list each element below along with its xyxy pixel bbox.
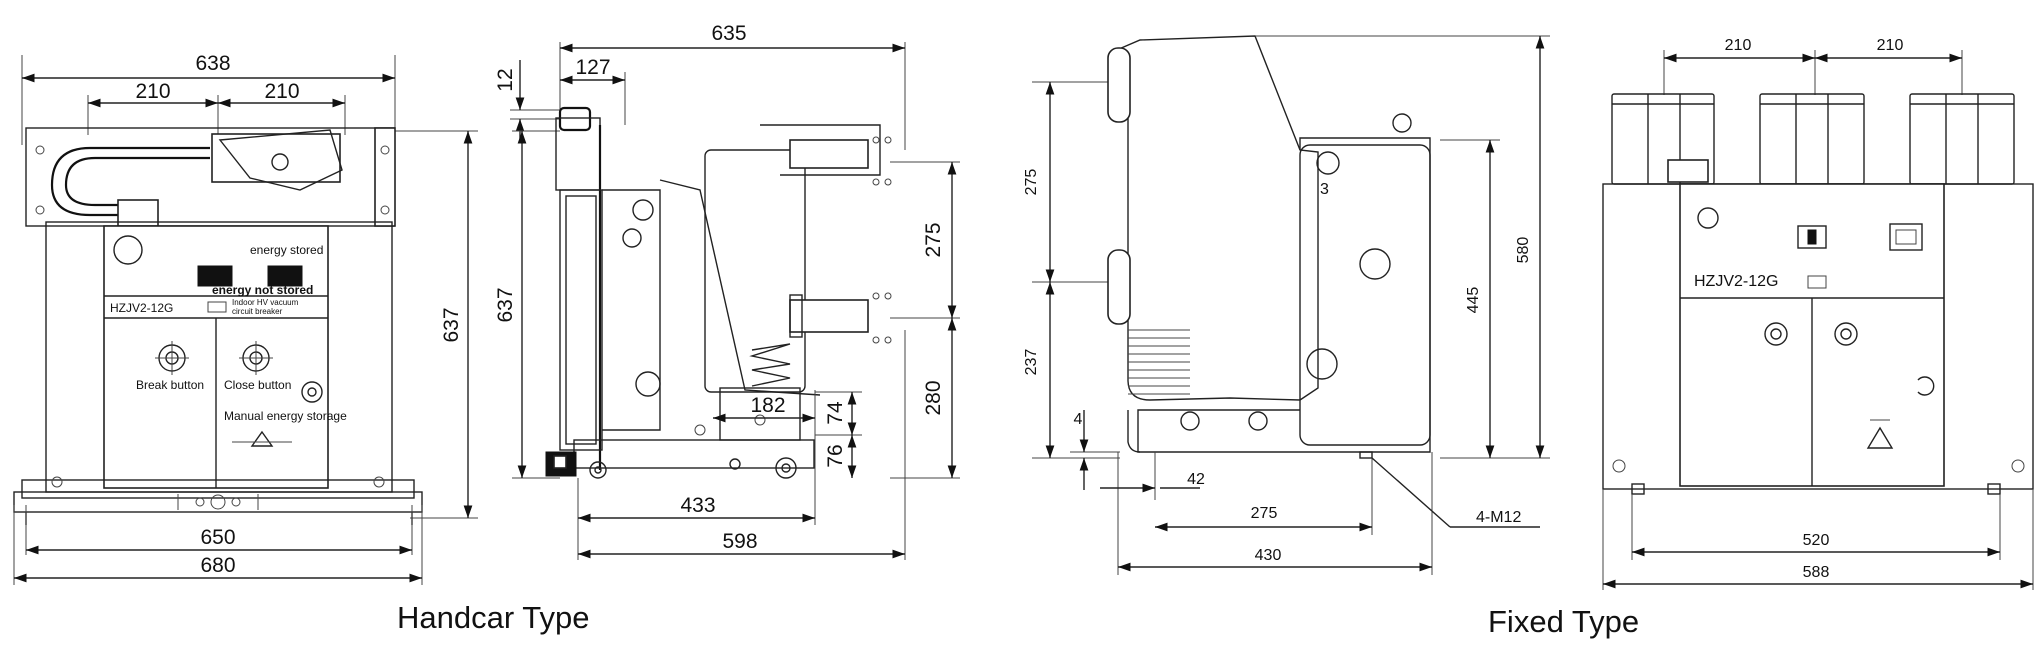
svg-text:42: 42 bbox=[1187, 471, 1205, 488]
svg-text:275: 275 bbox=[1251, 505, 1278, 522]
dim-182: 182 bbox=[713, 394, 815, 423]
energy-stored-label: energy stored bbox=[250, 243, 323, 257]
svg-text:210: 210 bbox=[1725, 37, 1752, 54]
dim-pole-spacing: 210 210 bbox=[87, 80, 346, 135]
dim-433-598: 433 598 bbox=[577, 330, 906, 560]
svg-text:210: 210 bbox=[264, 80, 299, 103]
handcar-side-view: 635 127 12 637 bbox=[494, 22, 960, 560]
svg-text:280: 280 bbox=[922, 380, 945, 415]
break-button-symbol bbox=[155, 341, 189, 375]
svg-text:237: 237 bbox=[1023, 349, 1040, 376]
model-label-fixed: HZJV2-12G bbox=[1694, 273, 1778, 290]
dim-12: 12 bbox=[494, 60, 560, 140]
svg-text:275: 275 bbox=[1023, 169, 1040, 196]
svg-text:650: 650 bbox=[200, 526, 235, 549]
svg-text:182: 182 bbox=[750, 394, 785, 417]
svg-text:430: 430 bbox=[1255, 547, 1282, 564]
dim-635: 635 bbox=[559, 22, 906, 150]
dim-275-237: 275 237 bbox=[1023, 81, 1120, 459]
dim-650-680: 650 680 bbox=[13, 505, 423, 585]
fixed-side-view: 275 237 4 3 bbox=[1023, 35, 1550, 575]
svg-text:4-M12: 4-M12 bbox=[1476, 509, 1521, 526]
svg-text:275: 275 bbox=[922, 222, 945, 257]
close-button-symbol bbox=[239, 341, 273, 375]
svg-text:210: 210 bbox=[1877, 37, 1904, 54]
manual-energy-storage-label: Manual energy storage bbox=[224, 409, 347, 423]
svg-text:433: 433 bbox=[680, 494, 715, 517]
dim-74-76: 74 76 bbox=[815, 391, 862, 478]
dim-445-580: 445 580 bbox=[1255, 35, 1550, 459]
dim-42-275-430: 42 275 430 bbox=[1100, 452, 1433, 575]
fixed-front-view: 210 210 HZJV2-12G bbox=[1602, 37, 2034, 590]
svg-text:127: 127 bbox=[575, 56, 610, 79]
svg-text:638: 638 bbox=[195, 52, 230, 75]
svg-text:588: 588 bbox=[1803, 564, 1830, 581]
handcar-type-caption: Handcar Type bbox=[397, 600, 589, 635]
dim-638: 638 bbox=[21, 52, 396, 145]
dim-520-588: 520 588 bbox=[1602, 489, 2034, 590]
model-label-front: HZJV2-12G bbox=[110, 301, 173, 315]
svg-text:445: 445 bbox=[1465, 287, 1482, 314]
svg-text:635: 635 bbox=[711, 22, 746, 45]
svg-text:680: 680 bbox=[200, 554, 235, 577]
dim-280: 280 bbox=[890, 318, 960, 479]
energy-not-stored-label: energy not stored bbox=[212, 283, 313, 297]
dim-127: 127 bbox=[560, 56, 626, 125]
svg-text:12: 12 bbox=[494, 68, 517, 91]
svg-text:598: 598 bbox=[722, 530, 757, 553]
break-button-label: Break button bbox=[136, 378, 204, 392]
svg-text:637: 637 bbox=[494, 287, 517, 322]
close-button-label: Close button bbox=[224, 378, 291, 392]
dim-637-side: 637 bbox=[494, 130, 560, 479]
svg-text:74: 74 bbox=[824, 401, 847, 425]
desc-line2: circuit breaker bbox=[232, 307, 283, 316]
dim-275-side: 275 bbox=[890, 161, 960, 319]
marker-3: 3 bbox=[1320, 181, 1329, 198]
fixed-type-caption: Fixed Type bbox=[1488, 604, 1639, 639]
svg-text:637: 637 bbox=[440, 307, 463, 342]
dim-210-210-fixed: 210 210 bbox=[1663, 37, 1963, 95]
handcar-front-view: 638 210 210 637 bbox=[13, 52, 478, 585]
bolt-callout: 4-M12 bbox=[1371, 457, 1540, 528]
svg-text:210: 210 bbox=[135, 80, 170, 103]
dim-637-front: 637 bbox=[390, 130, 478, 519]
svg-text:580: 580 bbox=[1515, 237, 1532, 264]
desc-line1: Indoor HV vacuum bbox=[232, 298, 299, 307]
dim-4: 4 bbox=[1070, 410, 1120, 490]
svg-text:4: 4 bbox=[1074, 411, 1083, 428]
svg-text:76: 76 bbox=[824, 444, 847, 467]
svg-text:520: 520 bbox=[1803, 532, 1830, 549]
